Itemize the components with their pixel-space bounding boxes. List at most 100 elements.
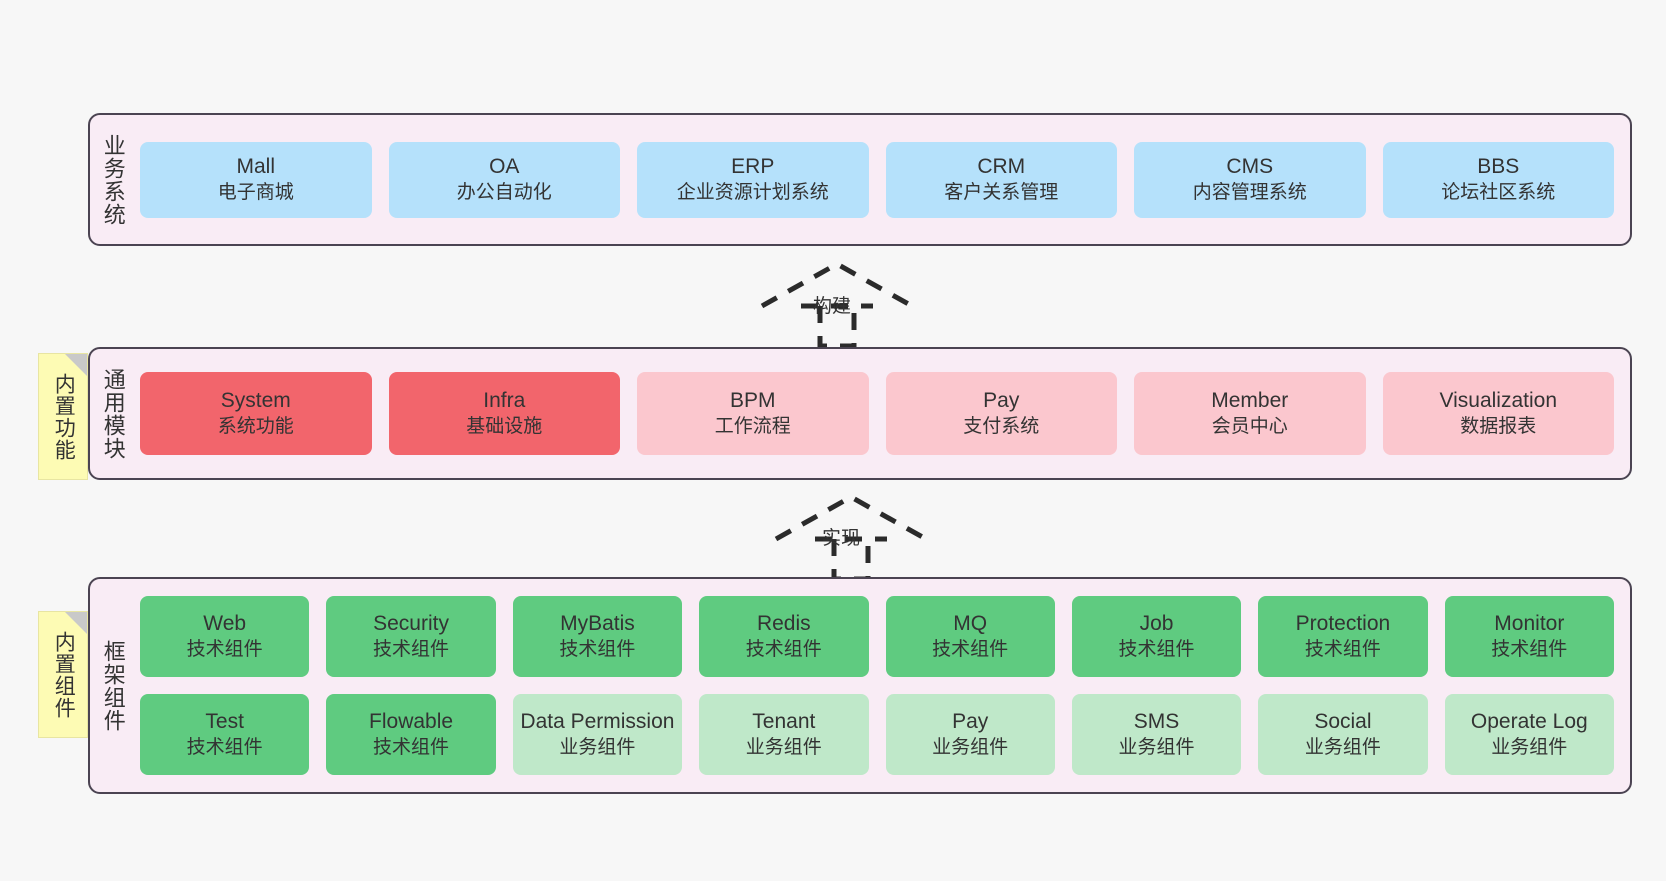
layer-framework-components: 框架组件 Web 技术组件 Security 技术组件 MyBatis 技术组件…: [88, 577, 1632, 794]
generalization-arrow-build: 构建: [752, 256, 922, 348]
card-title: BPM: [729, 388, 776, 412]
component-card-tenant[interactable]: Tenant 业务组件: [699, 694, 869, 775]
card-subtitle: 技术组件: [373, 638, 450, 660]
component-card-social[interactable]: Social 业务组件: [1258, 694, 1428, 775]
card-title: OA: [489, 154, 520, 178]
module-card-mall[interactable]: Mall 电子商城: [140, 141, 372, 218]
card-subtitle: 工作流程: [714, 415, 791, 437]
card-title: Member: [1211, 388, 1289, 412]
card-subtitle: 业务组件: [1118, 736, 1195, 758]
card-subtitle: 技术组件: [186, 638, 263, 660]
component-card-redis[interactable]: Redis 技术组件: [699, 596, 869, 677]
module-card-cms[interactable]: CMS 内容管理系统: [1134, 141, 1366, 218]
card-title: System: [220, 388, 291, 412]
card-subtitle: 业务组件: [559, 736, 636, 758]
component-card-flowable[interactable]: Flowable 技术组件: [326, 694, 496, 775]
card-subtitle: 业务组件: [932, 736, 1009, 758]
card-subtitle: 企业资源计划系统: [676, 181, 829, 203]
card-subtitle: 客户关系管理: [944, 181, 1059, 203]
generalization-arrow-implement: 实现: [766, 489, 936, 581]
arrow-shaft: [817, 306, 857, 348]
sticky-note-builtin-components: 内置组件: [38, 611, 88, 738]
card-title: Security: [373, 611, 449, 635]
card-title: Social: [1314, 709, 1372, 733]
card-title: Tenant: [752, 709, 816, 733]
component-card-data-permission[interactable]: Data Permission 业务组件: [512, 694, 683, 775]
card-subtitle: 基础设施: [466, 415, 543, 437]
card-subtitle: 内容管理系统: [1192, 181, 1307, 203]
card-title: Protection: [1295, 611, 1391, 635]
component-card-pay[interactable]: Pay 业务组件: [885, 694, 1055, 775]
card-title: Monitor: [1494, 611, 1565, 635]
card-subtitle: 支付系统: [963, 415, 1040, 437]
note-label: 内置功能: [52, 372, 76, 461]
component-card-monitor[interactable]: Monitor 技术组件: [1444, 596, 1614, 677]
arrow-label-implement: 实现: [822, 528, 861, 549]
card-title: Mall: [236, 154, 275, 178]
component-card-protection[interactable]: Protection 技术组件: [1258, 596, 1428, 677]
card-title: Job: [1139, 611, 1174, 635]
card-title: Pay: [952, 709, 989, 733]
module-card-system[interactable]: System 系统功能: [140, 372, 372, 455]
module-card-visualization[interactable]: Visualization 数据报表: [1382, 372, 1614, 455]
card-subtitle: 技术组件: [932, 638, 1009, 660]
card-subtitle: 会员中心: [1211, 415, 1288, 437]
component-card-mq[interactable]: MQ 技术组件: [885, 596, 1055, 677]
module-card-infra[interactable]: Infra 基础设施: [388, 372, 620, 455]
layer-row: System 系统功能 Infra 基础设施 BPM 工作流程 Pay 支付系统…: [140, 372, 1614, 455]
module-card-pay[interactable]: Pay 支付系统: [885, 372, 1117, 455]
component-card-test[interactable]: Test 技术组件: [140, 694, 310, 775]
card-title: Test: [205, 709, 244, 733]
card-title: Redis: [756, 611, 811, 635]
card-subtitle: 论坛社区系统: [1441, 181, 1556, 203]
card-subtitle: 技术组件: [186, 736, 263, 758]
card-title: MyBatis: [560, 611, 635, 635]
page-fold-icon: [65, 612, 87, 634]
card-title: MQ: [953, 611, 988, 635]
card-title: Operate Log: [1470, 709, 1588, 733]
note-label: 内置组件: [52, 630, 76, 719]
module-card-member[interactable]: Member 会员中心: [1134, 372, 1366, 455]
layer-body-modules: System 系统功能 Infra 基础设施 BPM 工作流程 Pay 支付系统…: [136, 349, 1630, 478]
layer-row: Web 技术组件 Security 技术组件 MyBatis 技术组件 Redi…: [140, 596, 1614, 677]
component-card-web[interactable]: Web 技术组件: [140, 596, 310, 677]
card-subtitle: 电子商城: [217, 181, 294, 203]
module-card-bpm[interactable]: BPM 工作流程: [637, 372, 869, 455]
arrow-label-build: 构建: [813, 296, 852, 317]
card-title: CMS: [1226, 154, 1274, 178]
module-card-crm[interactable]: CRM 客户关系管理: [885, 141, 1117, 218]
card-subtitle: 业务组件: [1304, 736, 1381, 758]
module-card-bbs[interactable]: BBS 论坛社区系统: [1382, 141, 1614, 218]
card-subtitle: 技术组件: [745, 638, 822, 660]
card-title: BBS: [1477, 154, 1520, 178]
card-title: SMS: [1133, 709, 1180, 733]
card-subtitle: 业务组件: [1491, 736, 1568, 758]
card-subtitle: 业务组件: [745, 736, 822, 758]
card-subtitle: 技术组件: [1304, 638, 1381, 660]
arrow-shaft: [831, 539, 871, 581]
component-card-operate-log[interactable]: Operate Log 业务组件: [1444, 694, 1614, 775]
component-card-sms[interactable]: SMS 业务组件: [1071, 694, 1242, 775]
card-title: CRM: [977, 154, 1026, 178]
module-card-erp[interactable]: ERP 企业资源计划系统: [637, 141, 869, 218]
layer-body-framework: Web 技术组件 Security 技术组件 MyBatis 技术组件 Redi…: [136, 579, 1630, 792]
layer-title-framework: 框架组件: [100, 639, 126, 732]
card-title: Flowable: [369, 709, 454, 733]
component-card-mybatis[interactable]: MyBatis 技术组件: [512, 596, 683, 677]
card-subtitle: 技术组件: [1118, 638, 1195, 660]
card-subtitle: 系统功能: [217, 415, 294, 437]
layer-row: Test 技术组件 Flowable 技术组件 Data Permission …: [140, 694, 1614, 775]
layer-body-business: Mall 电子商城 OA 办公自动化 ERP 企业资源计划系统 CRM 客户关系…: [136, 115, 1630, 244]
component-card-security[interactable]: Security 技术组件: [326, 596, 496, 677]
layer-common-modules: 通用模块 System 系统功能 Infra 基础设施 BPM 工作流程 Pay…: [88, 347, 1632, 480]
card-title: Pay: [983, 388, 1020, 412]
layer-title-modules: 通用模块: [100, 367, 126, 460]
card-subtitle: 技术组件: [559, 638, 636, 660]
card-subtitle: 办公自动化: [456, 181, 552, 203]
card-title: Visualization: [1439, 388, 1558, 412]
component-card-job[interactable]: Job 技术组件: [1071, 596, 1242, 677]
module-card-oa[interactable]: OA 办公自动化: [388, 141, 620, 218]
layer-business-systems: 业务系统 Mall 电子商城 OA 办公自动化 ERP 企业资源计划系统 CRM…: [88, 113, 1632, 246]
card-title: ERP: [731, 154, 775, 178]
card-title: Infra: [483, 388, 526, 412]
